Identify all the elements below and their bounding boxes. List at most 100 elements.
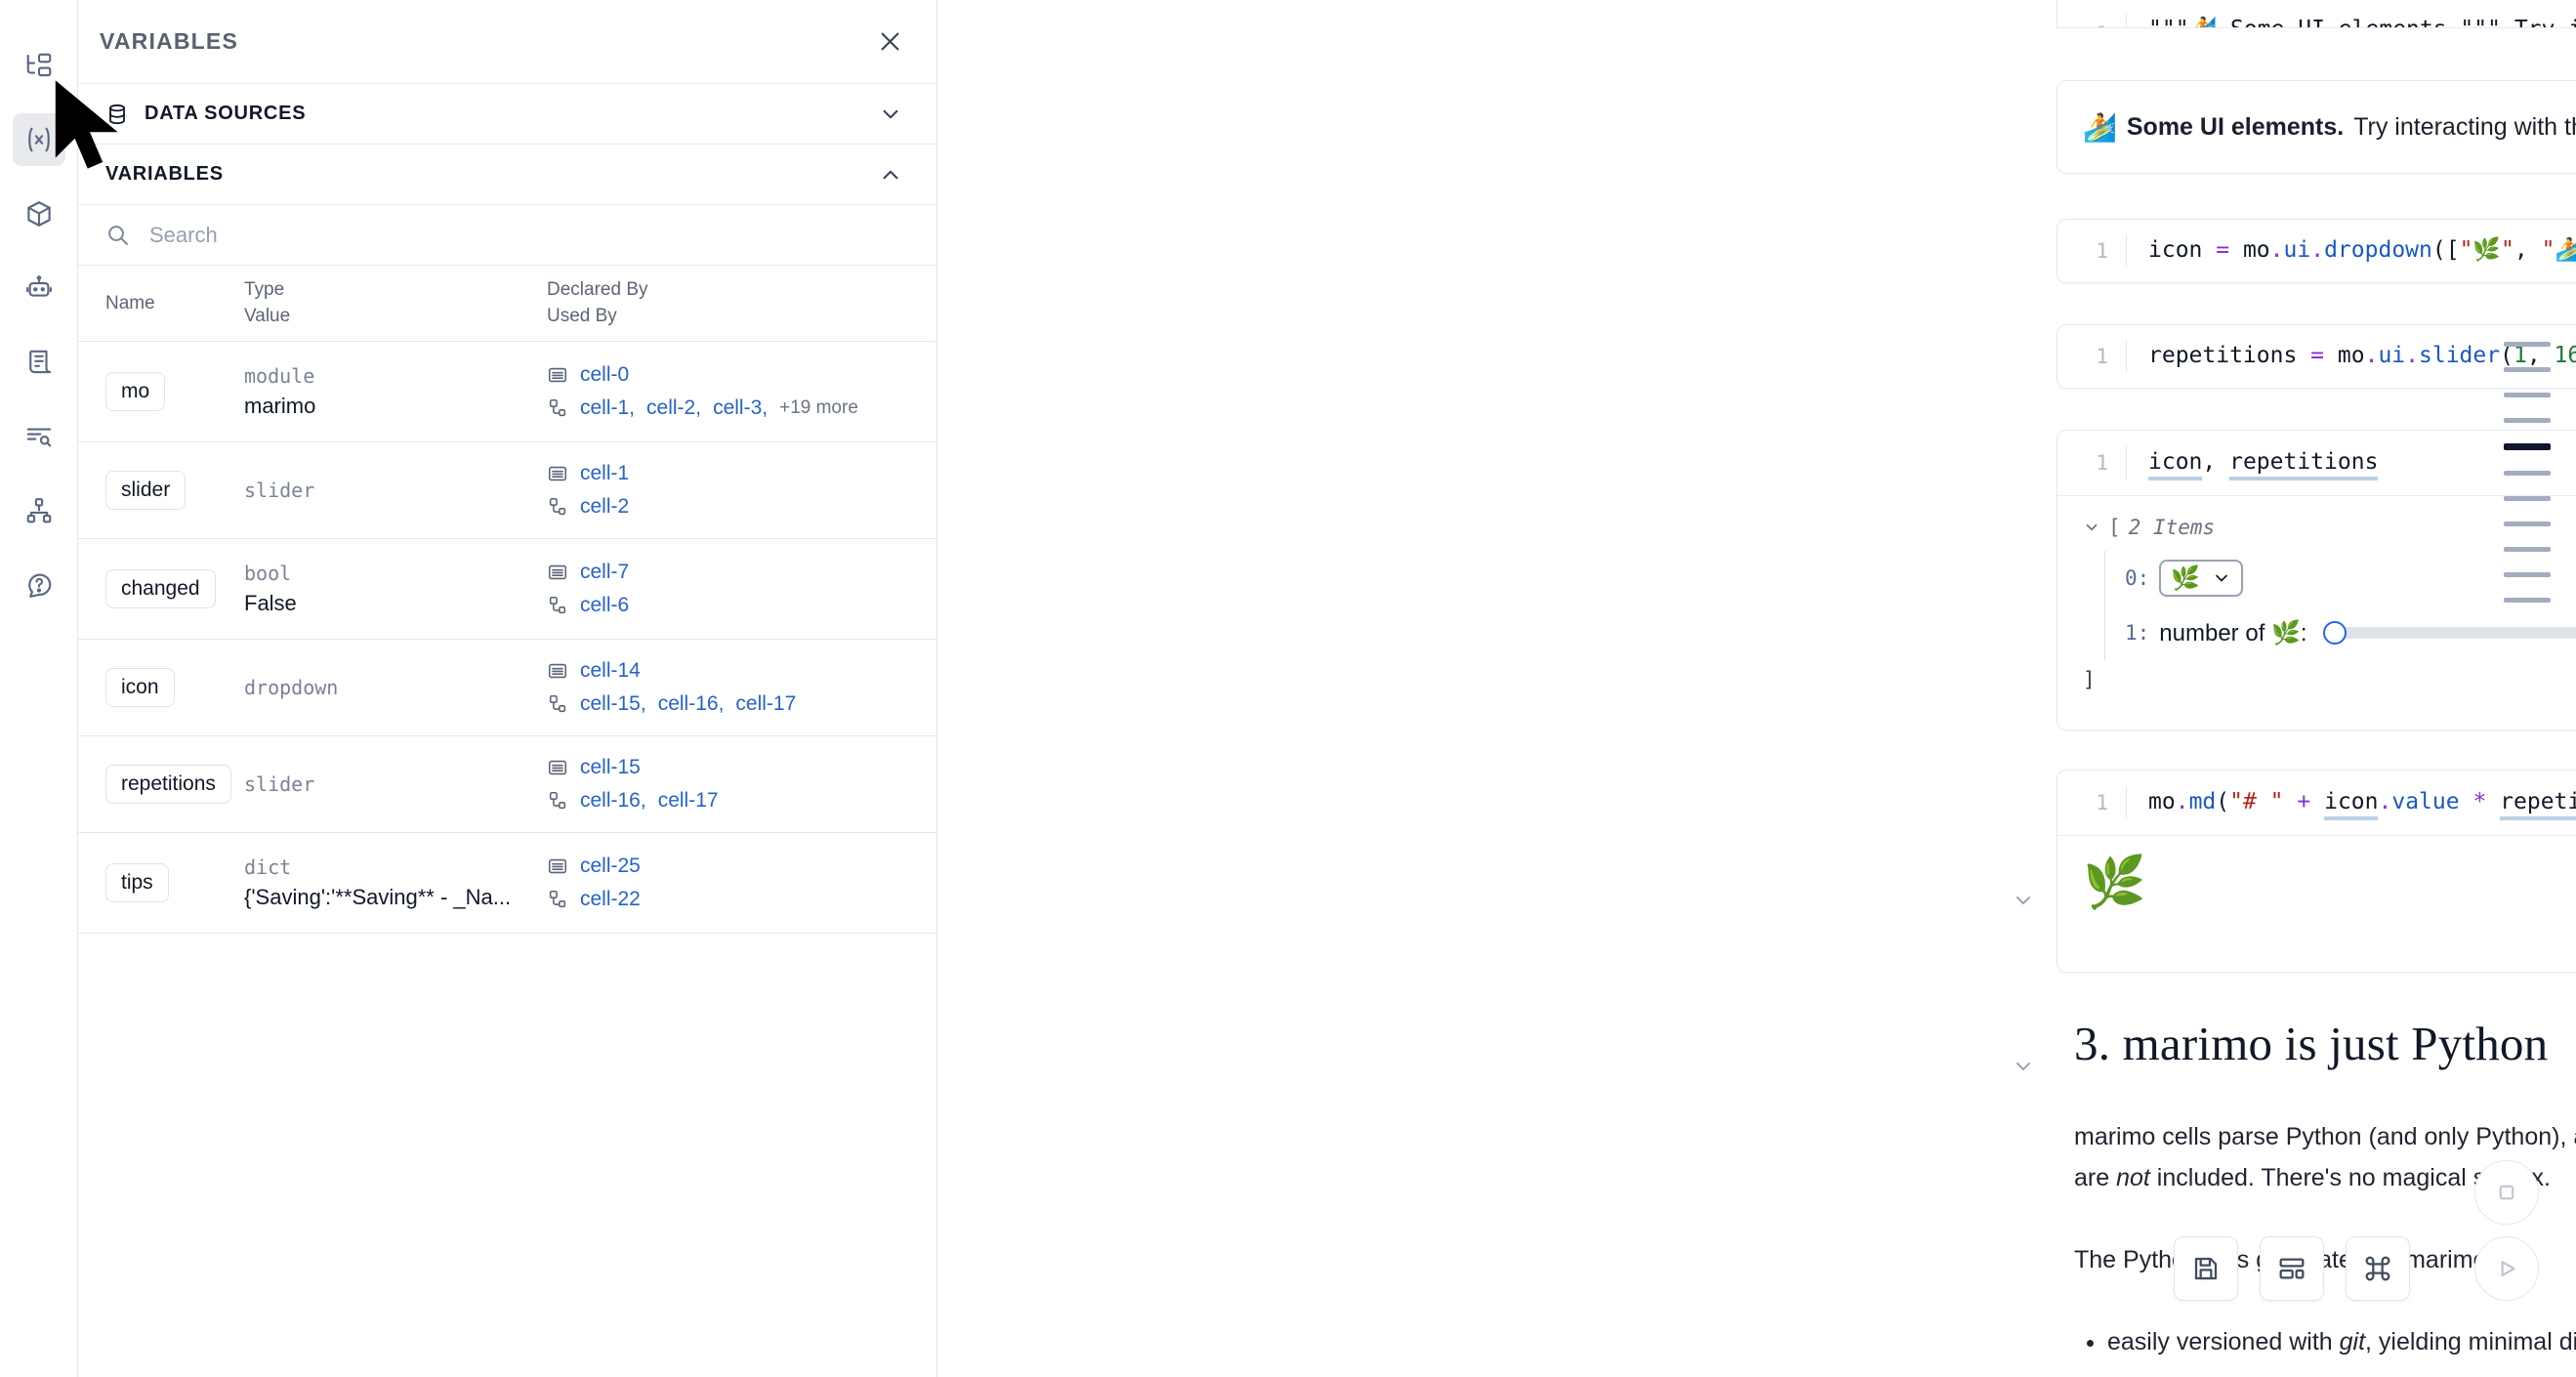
robot-icon[interactable] xyxy=(13,262,65,314)
section-variables[interactable]: VARIABLES xyxy=(78,145,936,205)
cell-link[interactable]: cell-25 xyxy=(580,854,641,877)
cell-link[interactable]: cell-16, xyxy=(580,788,646,812)
cell-link[interactable]: cell-17 xyxy=(657,788,719,812)
minimap-bar[interactable] xyxy=(2504,342,2551,347)
slider-handle[interactable] xyxy=(2322,621,2347,645)
cell-link[interactable]: cell-14 xyxy=(580,658,641,682)
list-item: easily versioned with git, yielding mini… xyxy=(2107,1321,2576,1362)
bullet1-b: , yielding minimal diffs xyxy=(2365,1328,2576,1356)
declared-by-icon xyxy=(547,855,568,877)
cell-link[interactable]: cell-0 xyxy=(580,362,630,386)
table-row[interactable]: slider slider cell-1 cell-2 xyxy=(78,441,936,539)
dropdown-select[interactable]: 🌿 xyxy=(2159,560,2244,597)
dependency-graph-icon[interactable] xyxy=(13,484,65,537)
cell-link[interactable]: cell-17 xyxy=(735,691,797,715)
save-button[interactable] xyxy=(2174,1236,2238,1301)
slider-widget[interactable] xyxy=(2322,621,2576,645)
minimap[interactable] xyxy=(2504,342,2551,603)
cell-link[interactable]: cell-16, xyxy=(657,691,725,715)
chevron-up-icon xyxy=(878,162,903,188)
variable-type: bool xyxy=(244,561,292,585)
package-icon[interactable] xyxy=(13,188,65,240)
minimap-bar[interactable] xyxy=(2504,598,2551,603)
chevron-down-icon xyxy=(2083,519,2100,536)
cell-link[interactable]: cell-2 xyxy=(580,494,630,518)
cell-variable-name: icon xyxy=(78,639,244,736)
cell-link[interactable]: cell-15, xyxy=(580,691,646,715)
used-by-line: cell-16, cell-17 xyxy=(547,789,936,813)
run-button[interactable] xyxy=(2474,1236,2539,1301)
prose-p1-italic: not xyxy=(2116,1164,2150,1191)
code-text: repetitions = mo.ui.slider(1, 16, label=… xyxy=(2126,340,2576,373)
interrupt-button[interactable] xyxy=(2474,1160,2539,1225)
variable-name-chip[interactable]: changed xyxy=(105,568,216,608)
variable-name-chip[interactable]: repetitions xyxy=(105,764,231,804)
table-header-row: Name Type Value Declared By Used By xyxy=(78,266,936,342)
markdown-output: 🏄 Some UI elements. Try interacting with… xyxy=(2057,80,2576,174)
fold-chevron-md-cell[interactable] xyxy=(2012,889,2035,912)
tree-header[interactable]: [ 2 Items xyxy=(2083,516,2576,539)
minimap-bar[interactable] xyxy=(2504,496,2551,501)
fold-chevron-section[interactable] xyxy=(2012,1055,2035,1078)
search-input[interactable] xyxy=(147,221,909,249)
layout-button[interactable] xyxy=(2260,1236,2324,1301)
code-cell-display[interactable]: 1 icon, repetitions [ 2 Items xyxy=(2057,430,2576,730)
minimap-bar[interactable] xyxy=(2504,471,2551,476)
minimap-bar[interactable] xyxy=(2504,572,2551,577)
variable-name-chip[interactable]: slider xyxy=(105,470,187,510)
minimap-bar[interactable] xyxy=(2504,443,2551,450)
used-by-line: cell-6 xyxy=(547,594,936,617)
search-row xyxy=(78,205,936,266)
md-bold-text: Some UI elements. xyxy=(2126,112,2345,141)
cell-type-value: dict{'Saving':'**Saving** - _Na... xyxy=(244,832,547,934)
md-rest-text: Try interacting with the below elements. xyxy=(2353,112,2576,141)
slider-track[interactable] xyxy=(2340,627,2576,639)
code-cell-dropdown[interactable]: 1 icon = mo.ui.dropdown(["🌿", "🏄", "✨"],… xyxy=(2057,219,2576,283)
declared-by-line: cell-0 xyxy=(547,363,936,387)
help-icon[interactable] xyxy=(13,559,65,611)
close-icon[interactable] xyxy=(877,28,903,55)
line-number: 1 xyxy=(2096,451,2108,475)
declared-by-line: cell-15 xyxy=(547,756,936,779)
used-by-icon xyxy=(547,397,568,419)
file-tree-icon[interactable] xyxy=(13,39,65,92)
scroll-icon[interactable] xyxy=(13,336,65,389)
minimap-bar[interactable] xyxy=(2504,367,2551,372)
cell-toolbar: r f markdown xyxy=(2057,27,2576,78)
code-cell-md[interactable]: 1 mo.md("# " + icon.value * repetitions.… xyxy=(2057,770,2576,973)
cell-link[interactable]: cell-6 xyxy=(580,593,630,616)
database-icon xyxy=(105,103,129,126)
minimap-bar[interactable] xyxy=(2504,418,2551,423)
cell-type-value: slider xyxy=(244,441,547,539)
cell-link[interactable]: cell-1 xyxy=(580,461,630,484)
minimap-bar[interactable] xyxy=(2504,393,2551,397)
declared-by-icon xyxy=(547,364,568,386)
variable-name-chip[interactable]: tips xyxy=(105,862,169,902)
variable-name-chip[interactable]: mo xyxy=(105,371,166,411)
cell-link[interactable]: cell-22 xyxy=(580,887,641,910)
page-title: VARIABLES xyxy=(100,28,238,54)
cell-link[interactable]: cell-7 xyxy=(580,560,630,583)
code-cell-slider[interactable]: 1 repetitions = mo.ui.slider(1, 16, labe… xyxy=(2057,324,2576,389)
command-palette-button[interactable] xyxy=(2346,1236,2410,1301)
cell-declared-used: cell-1 cell-2 xyxy=(547,441,936,539)
minimap-bar[interactable] xyxy=(2504,547,2551,552)
cell-link[interactable]: cell-1, xyxy=(580,396,636,419)
section-heading: 3. marimo is just Python xyxy=(2074,1017,2549,1070)
variables-icon[interactable] xyxy=(12,113,65,166)
section-data-sources[interactable]: DATA SOURCES xyxy=(78,84,936,145)
minimap-bar[interactable] xyxy=(2504,522,2551,526)
cell-link[interactable]: cell-2, xyxy=(646,396,702,419)
outline-icon[interactable] xyxy=(13,410,65,463)
cell-link[interactable]: cell-15 xyxy=(580,755,641,778)
tree-index-0: 0: xyxy=(2125,566,2150,590)
variable-name-chip[interactable]: icon xyxy=(105,667,175,707)
cell-link[interactable]: cell-3, xyxy=(713,396,769,419)
